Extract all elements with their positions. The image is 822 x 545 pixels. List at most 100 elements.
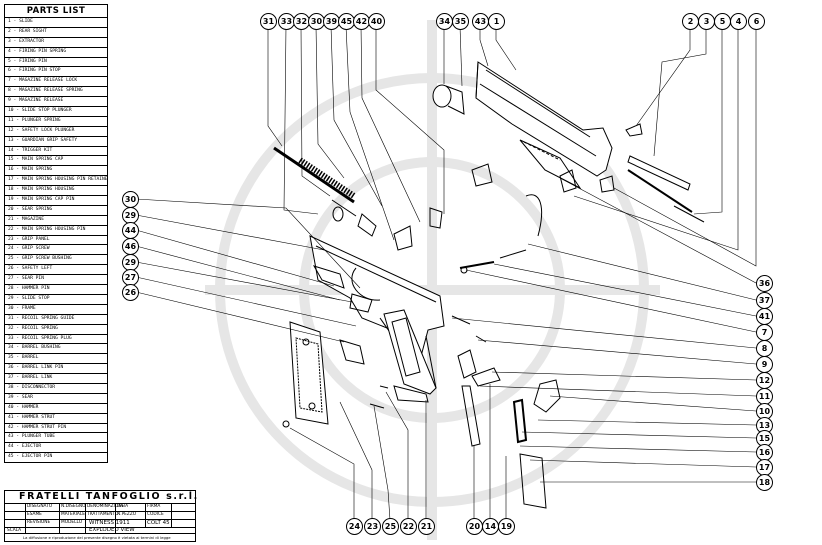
parts-list-item: 32 - RECOIL SPRING [5, 325, 107, 335]
callout-top: 35 [452, 13, 469, 30]
parts-list-item: 35 - BARREL [5, 354, 107, 365]
parts-list-item: 42 - HAMMER STRUT PIN [5, 424, 107, 434]
tb-legal-note: La diffusione e riproduzione del present… [23, 535, 171, 540]
callout-bottom: 24 [346, 518, 363, 535]
callout-right: 12 [756, 372, 773, 389]
callout-left: 30 [122, 191, 139, 208]
magazine-part [383, 309, 437, 403]
callout-top: 33 [278, 13, 295, 30]
parts-list-item: 14 - TRIGGER KIT [5, 147, 107, 157]
callout-top: 31 [260, 13, 277, 30]
parts-list-item: 28 - HAMMER PIN [5, 285, 107, 295]
tb-label-material: MATERIALE [61, 512, 85, 517]
parts-list-item: 2 - REAR SIGHT [5, 28, 107, 38]
callout-top: 5 [714, 13, 731, 30]
parts-list-item: 17 - MAIN SPRING HOUSING PIN RETAINER [5, 176, 107, 187]
parts-list-item: 22 - MAIN SPRING HOUSING PIN [5, 226, 107, 236]
tb-label-treatment: TRATTAMENTO [87, 512, 119, 517]
parts-list-item: 43 - PLUNGER TUBE [5, 433, 107, 444]
tb-label-revision: REVISIONE [27, 520, 51, 525]
parts-list-item: 18 - MAIN SPRING HOUSING [5, 186, 107, 197]
tb-model: WITNESS 1911 [89, 520, 130, 526]
callout-right: 36 [756, 275, 773, 292]
company-name: FRATELLI TANFOGLIO s.r.l. [19, 491, 199, 502]
tb-label-scale: SCALA [7, 528, 22, 533]
parts-list-item: 45 - EJECTOR PIN [8, 454, 53, 460]
parts-list-item: 40 - HAMMER [5, 404, 107, 414]
callout-left: 26 [122, 284, 139, 301]
parts-list-title: PARTS LIST [5, 5, 107, 18]
parts-list-item: 31 - RECOIL SPRING GUIDE [5, 315, 107, 325]
tb-view: EXPLODED VIEW [89, 527, 135, 533]
parts-list-item: 26 - SAFETY LEFT [5, 265, 107, 276]
title-block: FRATELLI TANFOGLIO s.r.l. DISEGNATO ESAM… [4, 490, 199, 542]
parts-list-item: 30 - FRAME [5, 305, 107, 315]
callout-right: 8 [756, 340, 773, 357]
parts-list-item: 39 - SEAR [5, 394, 107, 404]
parts-list-item: 41 - HAMMER STRUT [5, 414, 107, 424]
callout-right: 17 [756, 459, 773, 476]
callout-bottom: 21 [418, 518, 435, 535]
callout-top: 40 [368, 13, 385, 30]
tb-label-denomination: DENOMINAZIONE [87, 504, 125, 509]
callout-top: 43 [472, 13, 489, 30]
parts-list-item: 34 - BARREL BUSHING [5, 344, 107, 355]
controls-parts [312, 265, 373, 365]
callout-left: 29 [122, 207, 139, 224]
parts-list-item: 6 - FIRING PIN STOP [5, 67, 107, 78]
callout-left: 44 [122, 222, 139, 239]
parts-list-item: 25 - GRIP SCREW BUSHING [5, 255, 107, 266]
tb-label-drawing-no: N.DISEGNO [61, 504, 86, 509]
crosshair-watermark [205, 20, 660, 540]
callout-bottom: 25 [382, 518, 399, 535]
callout-top: 4 [730, 13, 747, 30]
lower-right-parts [457, 349, 561, 509]
tb-label-part-no: N.PEZZO [117, 512, 137, 517]
parts-list-item: 15 - MAIN SPRING CAP [5, 156, 107, 167]
parts-list-item: 3 - EXTRACTOR [5, 38, 107, 48]
callout-bottom: 19 [498, 518, 515, 535]
callout-right: 37 [756, 292, 773, 309]
tb-label-date: DATA [117, 504, 129, 509]
parts-list-item: 38 - DISCONNECTOR [5, 384, 107, 394]
parts-list-item: 16 - MAIN SPRING [5, 166, 107, 177]
parts-list-item: 5 - FIRING PIN [5, 58, 107, 68]
callout-right: 7 [756, 324, 773, 341]
parts-list-item: 36 - BARREL LINK PIN [5, 364, 107, 375]
tb-caliber: COLT 45 [147, 520, 170, 526]
callout-top: 2 [682, 13, 699, 30]
parts-list-item: 7 - MAGAZINE RELEASE LOCK [5, 77, 107, 88]
parts-list-item: 24 - GRIP SCREW [5, 245, 107, 256]
parts-list-item: 19 - MAIN SPRING CAP PIN [5, 196, 107, 206]
callout-top: 1 [488, 13, 505, 30]
parts-list-item: 37 - BARREL LINK [5, 374, 107, 384]
tb-label-code: CODICE [147, 512, 164, 517]
slide-part [475, 61, 613, 190]
hammer-sear-parts [393, 163, 577, 251]
callout-bottom: 23 [364, 518, 381, 535]
parts-list-item: 21 - MAGAZINE [5, 216, 107, 226]
parts-list-item: 20 - SEAR SPRING [5, 206, 107, 216]
callout-top: 34 [436, 13, 453, 30]
parts-list-item: 4 - FIRING PIN SPRING [5, 48, 107, 58]
callout-right: 9 [756, 356, 773, 373]
parts-list-item: 29 - SLIDE STOP [5, 295, 107, 305]
callout-bottom: 20 [466, 518, 483, 535]
leader-lines [135, 25, 757, 521]
parts-list-item: 23 - GRIP PANEL [5, 236, 107, 246]
callout-top: 6 [748, 13, 765, 30]
tb-label-model: MODELLO [61, 520, 83, 525]
callout-bottom: 14 [482, 518, 499, 535]
parts-list-item: 13 - GUARDIAN GRIP SAFETY [5, 137, 107, 147]
callout-top: 39 [323, 13, 340, 30]
callout-right: 41 [756, 308, 773, 325]
barrel-part [432, 84, 465, 115]
parts-list-item: 44 - EJECTOR [5, 443, 107, 454]
callout-right: 18 [756, 474, 773, 491]
parts-list-item: 8 - MAGAZINE RELEASE SPRING [5, 87, 107, 98]
parts-list-item: 11 - PLUNGER SPRING [5, 117, 107, 127]
parts-list-item: 1 - SLIDE [5, 18, 107, 28]
